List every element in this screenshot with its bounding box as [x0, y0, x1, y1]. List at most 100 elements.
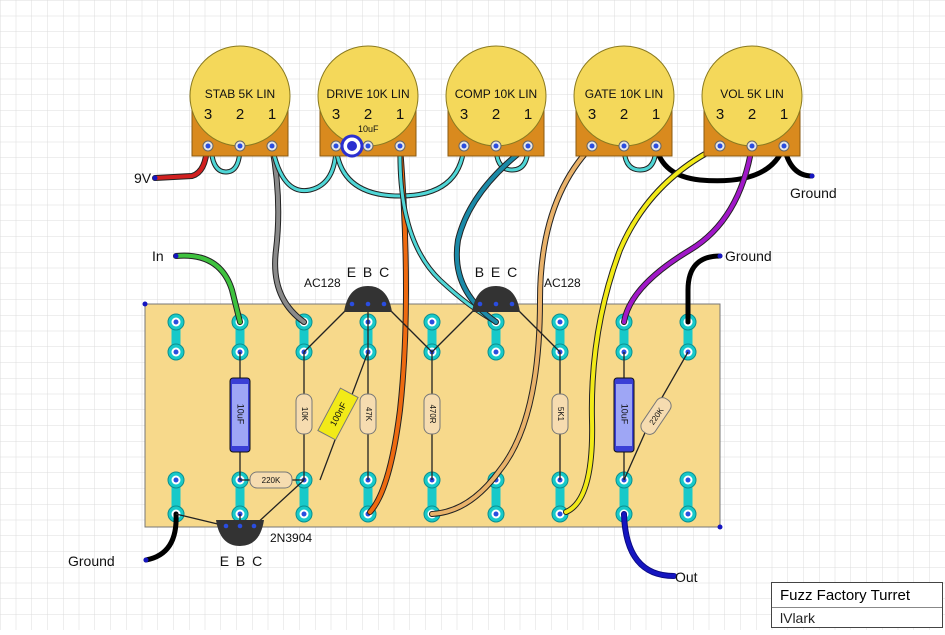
resistor-220k-right	[640, 397, 672, 435]
wire-comp-loop	[494, 144, 530, 172]
wire-purple	[622, 144, 754, 324]
transistors	[216, 286, 520, 546]
wire-cyan	[270, 144, 338, 193]
board-corner-dot	[717, 524, 723, 530]
pot-lug-pin	[365, 143, 371, 149]
wire-ground-left	[143, 511, 179, 563]
pot-3: GATE 10K LIN 3 2 1	[573, 45, 675, 157]
turret-pin	[685, 511, 691, 517]
pot-name: STAB 5K LIN	[205, 87, 275, 101]
turret-pin	[301, 511, 307, 517]
turret-pin	[173, 319, 179, 325]
pot-pin-label: 3	[460, 106, 468, 123]
pot-pin-label: 3	[204, 106, 212, 123]
wire-gray	[270, 144, 306, 324]
pot-lug-pin	[269, 143, 275, 149]
pot-4: VOL 5K LIN 3 2 1	[701, 45, 803, 157]
pot-lug-pin	[205, 143, 211, 149]
pot-lug-pin	[333, 143, 339, 149]
resistor-10k-label: 10K	[300, 407, 309, 422]
transistor-ac128-left-pins: E B C	[347, 264, 390, 280]
turret-pin	[173, 477, 179, 483]
pot-lug-pin	[461, 143, 467, 149]
pot-pin-label: 2	[492, 106, 500, 123]
cap-left-label: 10uF	[236, 404, 246, 425]
pot-pin-label: 2	[364, 106, 372, 123]
pot-pin-label: 1	[268, 106, 276, 123]
wire-teal	[454, 144, 530, 324]
pot-lug-pin	[525, 143, 531, 149]
pot-wires	[143, 143, 815, 579]
pot-lug-pin	[749, 143, 755, 149]
turret-pin	[557, 319, 563, 325]
wire-black	[653, 143, 787, 184]
pot-lug-pin	[589, 143, 595, 149]
resistor-5k1	[551, 393, 569, 435]
transistor-2n3904-pins: E B C	[220, 553, 263, 569]
pot-pin-label: 3	[332, 106, 340, 123]
label-ground-left: Ground	[68, 553, 115, 569]
cap-right-band	[616, 384, 632, 446]
resistor-470r	[423, 393, 441, 435]
resistor-220k-bottom	[249, 471, 293, 489]
label-ground-right: Ground	[725, 248, 772, 264]
wire-cyan	[334, 144, 466, 198]
wire-gate-loop	[622, 144, 658, 172]
transistor-ac128-left-name: AC128	[304, 276, 341, 290]
turret-pin	[173, 349, 179, 355]
wire-stab-loop	[209, 144, 242, 174]
transistor-ac128-right-name: AC128	[544, 276, 581, 290]
turret-pin	[685, 477, 691, 483]
turret-pin	[493, 511, 499, 517]
wire-input	[174, 253, 242, 324]
resistor-5k1-label: 5K1	[556, 407, 565, 422]
resistor-47k	[359, 393, 377, 435]
pot-cap-10uf-center	[347, 141, 357, 151]
pot-name: VOL 5K LIN	[720, 87, 784, 101]
pot-name: GATE 10K LIN	[585, 87, 663, 101]
pot-name: COMP 10K LIN	[455, 87, 537, 101]
resistor-470r-label: 470R	[428, 404, 437, 423]
pot-lug-pin	[653, 143, 659, 149]
pot-lug-pin	[397, 143, 403, 149]
pot-pin-label: 1	[524, 106, 532, 123]
wire-yellow	[564, 144, 722, 514]
pot-pin-label: 3	[588, 106, 596, 123]
turret-pin	[493, 349, 499, 355]
pot-pin-label: 2	[236, 106, 244, 123]
label-output: Out	[675, 569, 698, 585]
cap-right-label: 10uF	[620, 404, 630, 425]
pot-pin-label: 2	[620, 106, 628, 123]
wire-tan	[430, 144, 594, 516]
wire-output	[622, 512, 676, 578]
pot-lug-pin	[237, 143, 243, 149]
pot-lug-pin	[493, 143, 499, 149]
pot-lug-pin	[717, 143, 723, 149]
film-cap-100nf	[317, 387, 359, 441]
pot-pin-label: 2	[748, 106, 756, 123]
pot-pin-label: 3	[716, 106, 724, 123]
label-9v: 9V	[134, 170, 152, 186]
resistor-10k	[295, 393, 313, 435]
label-input: In	[152, 248, 164, 264]
wire-orange	[368, 144, 408, 514]
transistor-ac128-left	[344, 286, 392, 312]
pot-pin-label: 1	[780, 106, 788, 123]
wire-ground-right	[685, 253, 723, 325]
pot-cap-label: 10uF	[358, 124, 379, 134]
turret-pin	[557, 511, 563, 517]
title-block: Fuzz Factory Turret lVlark	[771, 582, 943, 628]
pot-2: COMP 10K LIN 3 2 1	[445, 45, 547, 157]
pot-pin-label: 1	[396, 106, 404, 123]
pot-lug-pin	[781, 143, 787, 149]
pot-0: STAB 5K LIN 3 2 1	[189, 45, 291, 157]
label-ground-top: Ground	[790, 185, 837, 201]
resistor-47k-label: 47K	[364, 407, 373, 422]
transistor-ac128-right-pins: B E C	[475, 264, 518, 280]
diagram-author: lVlark	[780, 610, 816, 626]
pot-pin-label: 1	[652, 106, 660, 123]
resistor-220k-bottom-label: 220K	[262, 476, 281, 485]
